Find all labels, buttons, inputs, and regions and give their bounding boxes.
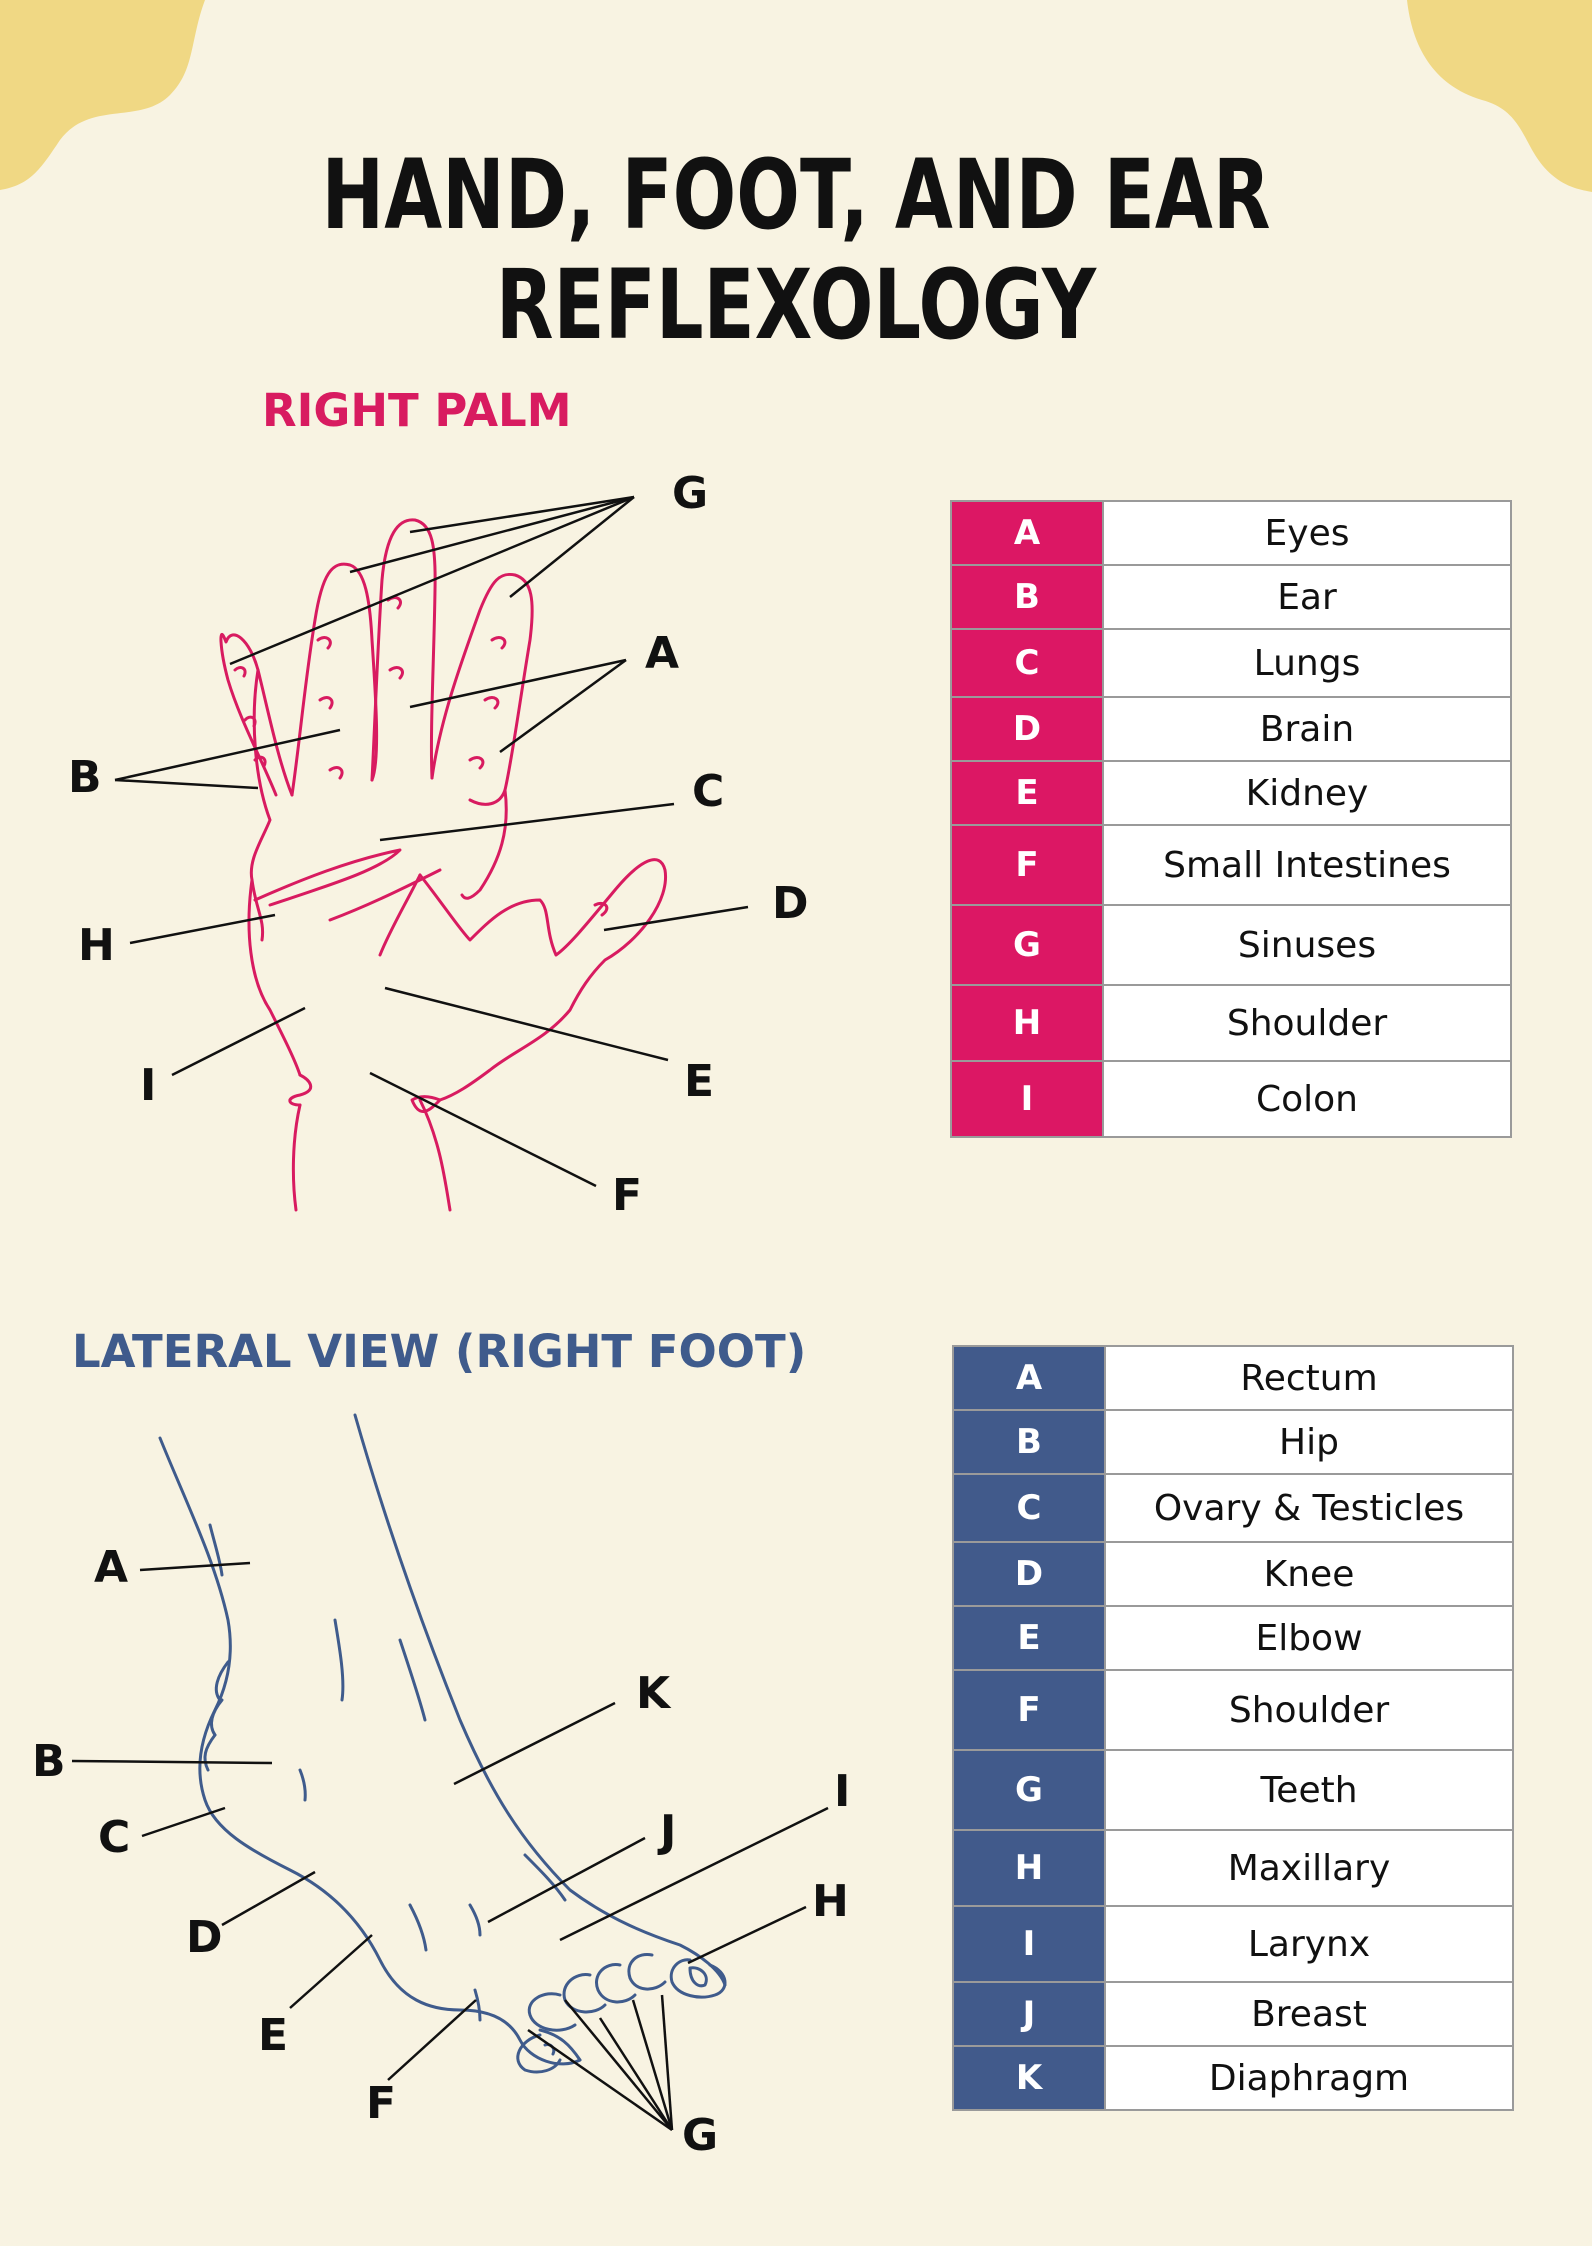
legend-key: G	[952, 1749, 1106, 1831]
legend-key: G	[950, 904, 1104, 986]
corner-blob-right	[1407, 0, 1592, 192]
legend-value: Rectum	[1104, 1345, 1514, 1411]
legend-value: Shoulder	[1104, 1669, 1514, 1751]
legend-key: J	[952, 1981, 1106, 2047]
legend-value: Teeth	[1104, 1749, 1514, 1831]
foot-label-h: H	[812, 1876, 849, 1927]
foot-outline	[158, 1413, 727, 2074]
legend-value: Maxillary	[1104, 1829, 1514, 1907]
foot-label-j: J	[657, 1806, 676, 1857]
legend-key: H	[952, 1829, 1106, 1907]
palm-label-d: D	[772, 878, 809, 929]
foot-section-title: LATERAL VIEW (RIGHT FOOT)	[72, 1325, 807, 1378]
legend-value: Ear	[1102, 564, 1512, 630]
legend-value: Ovary & Testicles	[1104, 1473, 1514, 1543]
foot-label-g: G	[682, 2110, 718, 2161]
foot-label-c: C	[98, 1812, 130, 1863]
palm-label-g: G	[672, 468, 708, 519]
legend-key: B	[952, 1409, 1106, 1475]
legend-key: B	[950, 564, 1104, 630]
palm-label-i: I	[140, 1060, 156, 1111]
legend-key: I	[950, 1060, 1104, 1138]
legend-key: I	[952, 1905, 1106, 1983]
palm-outline	[219, 518, 668, 1212]
palm-label-c: C	[692, 766, 724, 817]
palm-label-h: H	[78, 920, 115, 971]
foot-label-f: F	[366, 2078, 396, 2129]
legend-key: D	[952, 1541, 1106, 1607]
palm-section-title: RIGHT PALM	[262, 384, 572, 437]
foot-label-k: K	[636, 1668, 672, 1719]
legend-key: K	[952, 2045, 1106, 2111]
legend-key: A	[952, 1345, 1106, 1411]
legend-value: Sinuses	[1102, 904, 1512, 986]
legend-value: Small Intestines	[1102, 824, 1512, 906]
right-foot-diagram: A B C D E F G H I J K	[32, 1413, 850, 2161]
palm-pointer-lines	[114, 495, 749, 1188]
legend-value: Colon	[1102, 1060, 1512, 1138]
foot-point-labels: A B C D E F G H I J K	[32, 1542, 850, 2161]
legend-value: Lungs	[1102, 628, 1512, 698]
palm-label-a: A	[645, 628, 679, 679]
legend-key: E	[950, 760, 1104, 826]
legend-key: C	[950, 628, 1104, 698]
legend-value: Breast	[1104, 1981, 1514, 2047]
palm-label-f: F	[612, 1170, 642, 1221]
foot-pointer-lines	[71, 1561, 829, 2132]
legend-key: H	[950, 984, 1104, 1062]
foot-label-d: D	[186, 1912, 223, 1963]
page-title: HAND, FOOT, AND EAR REFLEXOLOGY	[321, 139, 1271, 361]
legend-value: Diaphragm	[1104, 2045, 1514, 2111]
legend-key: D	[950, 696, 1104, 762]
legend-key: F	[950, 824, 1104, 906]
foot-label-e: E	[258, 2010, 288, 2061]
foot-label-b: B	[32, 1736, 66, 1787]
legend-value: Knee	[1104, 1541, 1514, 1607]
corner-blob-left	[0, 0, 205, 190]
legend-key: E	[952, 1605, 1106, 1671]
foot-label-a: A	[94, 1542, 128, 1593]
palm-point-labels: G A B C D H E I F	[68, 468, 809, 1221]
right-palm-diagram: G A B C D H E I F	[68, 468, 809, 1221]
legend-value: Hip	[1104, 1409, 1514, 1475]
legend-key: F	[952, 1669, 1106, 1751]
legend-value: Brain	[1102, 696, 1512, 762]
legend-value: Kidney	[1102, 760, 1512, 826]
legend-value: Larynx	[1104, 1905, 1514, 1983]
legend-value: Elbow	[1104, 1605, 1514, 1671]
legend-key: C	[952, 1473, 1106, 1543]
palm-label-b: B	[68, 752, 102, 803]
palm-label-e: E	[684, 1056, 714, 1107]
legend-key: A	[950, 500, 1104, 566]
legend-value: Shoulder	[1102, 984, 1512, 1062]
foot-label-i: I	[834, 1766, 850, 1817]
legend-value: Eyes	[1102, 500, 1512, 566]
